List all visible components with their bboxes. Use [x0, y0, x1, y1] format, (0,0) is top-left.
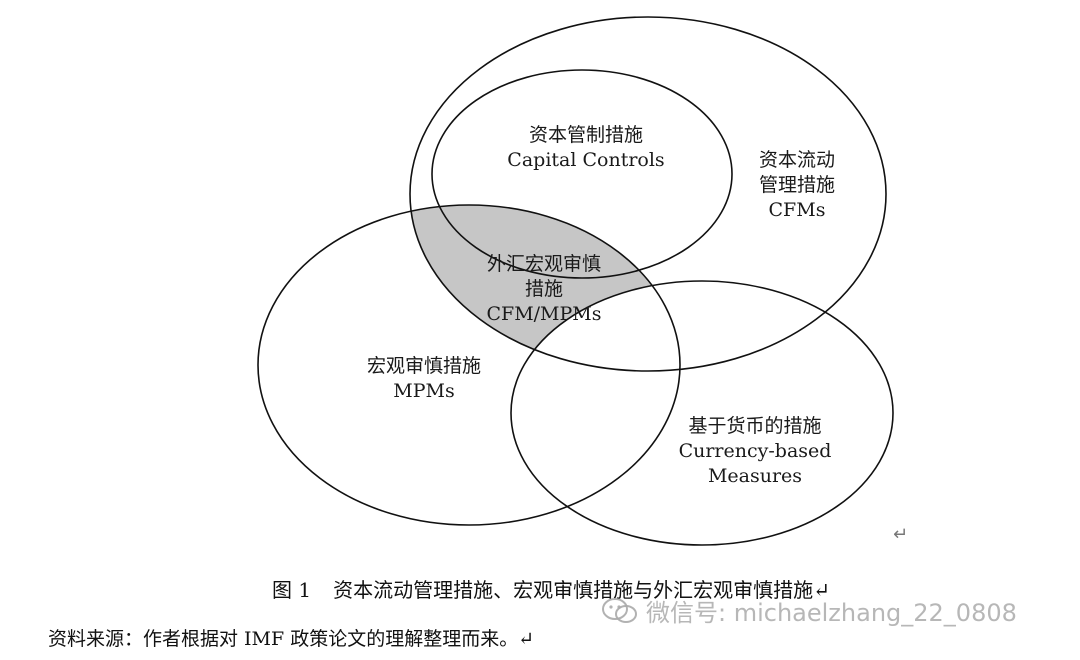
source-note: 资料来源：作者根据对 IMF 政策论文的理解整理而来。↵	[48, 628, 535, 650]
watermark-text: 微信号: michaelzhang_22_0808	[646, 599, 1017, 627]
caption-text: 资本流动管理措施、宏观审慎措施与外汇宏观审慎措施↵	[333, 578, 830, 602]
cfm-mpms-label: 外汇宏观审慎 措施 CFM/MPMs	[486, 253, 602, 325]
capital-controls-ellipse	[431, 69, 733, 279]
figure-caption: 图 1 资本流动管理措施、宏观审慎措施与外汇宏观审慎措施↵	[272, 574, 830, 603]
watermark: 微信号: michaelzhang_22_0808	[600, 593, 1017, 628]
cfms-label: 资本流动 管理措施 CFMs	[758, 149, 836, 221]
currency-based-ellipse	[510, 280, 894, 546]
mpms-ellipse	[257, 204, 681, 526]
cfms-ellipse	[409, 16, 887, 372]
return-mark: ↵	[893, 524, 909, 545]
currency-based-label: 基于货币的措施 Currency-based Measures	[678, 415, 832, 487]
figure-number: 图 1	[272, 578, 312, 602]
wechat-icon	[602, 597, 637, 623]
mpms-label: 宏观审慎措施 MPMs	[366, 355, 482, 402]
capital-controls-label: 资本管制措施 Capital Controls	[507, 124, 665, 171]
